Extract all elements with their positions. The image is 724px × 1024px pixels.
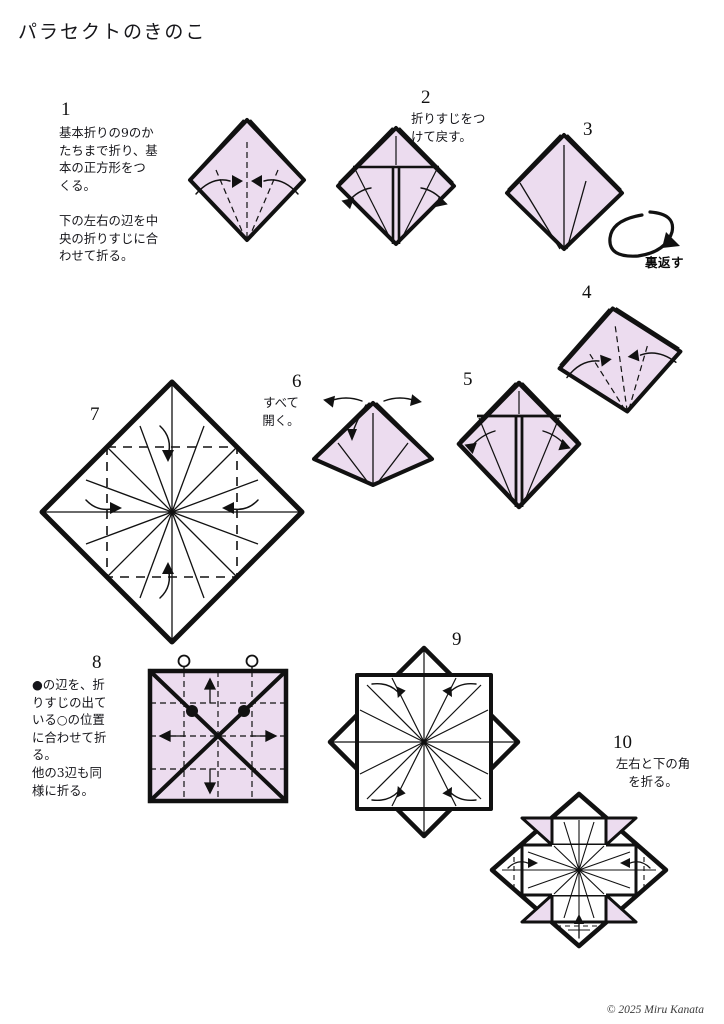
step-number-7: 7 bbox=[90, 404, 100, 425]
step-figure-2 bbox=[326, 120, 466, 252]
step-figure-10 bbox=[484, 790, 674, 950]
crease-lines-1 bbox=[215, 142, 279, 240]
copyright-notice: © 2025 Miru Kanata bbox=[606, 1004, 704, 1016]
step-figure-6 bbox=[300, 385, 450, 490]
arrow-head-left bbox=[251, 175, 262, 188]
crease-lines-6 bbox=[337, 413, 409, 486]
arrow-baselines-10 bbox=[502, 869, 656, 931]
step-number-6: 6 bbox=[292, 371, 302, 392]
flip-arrow-head bbox=[662, 232, 680, 248]
thin-creases-5 bbox=[478, 391, 560, 506]
inner-square-7 bbox=[106, 446, 238, 578]
page-title: パラセクトのきのこ bbox=[18, 21, 207, 43]
corner-flaps-10 bbox=[520, 816, 638, 924]
arrow-head-left bbox=[222, 502, 234, 514]
step-figure-7 bbox=[36, 376, 308, 648]
fold-arrows-8 bbox=[158, 677, 278, 795]
arrow-head-left bbox=[341, 197, 355, 210]
step-number-4: 4 bbox=[582, 282, 592, 303]
arrow-head-right bbox=[110, 502, 122, 514]
fold-arrows-1 bbox=[195, 179, 299, 195]
step-number-8: 8 bbox=[92, 652, 102, 673]
arrow-head-right bbox=[435, 195, 448, 208]
fold-arrows-9 bbox=[371, 682, 477, 802]
point-creases-9 bbox=[332, 650, 516, 834]
radial-creases-7 bbox=[85, 425, 259, 599]
step-number-5: 5 bbox=[463, 369, 473, 390]
step-caption-8: ●の辺を、折 りすじの出て いる○の位置 に合わせて折 る。 他の3辺も同 様に… bbox=[32, 677, 107, 798]
step-number-10: 10 bbox=[613, 732, 632, 753]
step-caption-2: 折りすじをつ けて戻す。 bbox=[411, 111, 486, 144]
flip-over-label: 裏返す bbox=[645, 255, 685, 270]
step-figure-3 bbox=[498, 125, 633, 255]
step-figure-8 bbox=[140, 653, 300, 808]
arrow-head-right bbox=[232, 175, 243, 188]
flip-over-arrow bbox=[600, 200, 690, 270]
step-caption-6: すべて 開く。 bbox=[262, 395, 300, 428]
radial-creases-10 bbox=[524, 820, 634, 920]
step-number-9: 9 bbox=[452, 629, 462, 650]
step-caption-1: 基本折りの9のか たちまで折り、基 本の正方形をつ くる。 下の左右の辺を中 央… bbox=[59, 125, 159, 264]
reference-markers-8 bbox=[177, 654, 259, 717]
filled-dot-marker bbox=[186, 705, 198, 717]
kite-creases-5 bbox=[477, 414, 561, 507]
open-circle-marker bbox=[245, 654, 259, 668]
step-figure-4 bbox=[545, 302, 695, 417]
arrow-head-down bbox=[162, 450, 174, 462]
step-number-2: 2 bbox=[421, 87, 431, 108]
filled-dot-marker bbox=[238, 705, 250, 717]
step-number-1: 1 bbox=[61, 99, 71, 120]
crease-lines-3 bbox=[519, 145, 587, 250]
open-circle-marker bbox=[177, 654, 191, 668]
diamond-shape-1 bbox=[188, 118, 306, 242]
arrow-head-up bbox=[162, 562, 174, 574]
step-figure-5 bbox=[443, 373, 593, 518]
step-caption-10: 左右と下の角 を折る。 bbox=[615, 756, 691, 789]
step-figure-1 bbox=[182, 112, 312, 247]
radial-creases-9 bbox=[357, 675, 491, 809]
diamond-shape-5 bbox=[456, 380, 582, 510]
thin-creases-2 bbox=[354, 136, 438, 243]
step-figure-9 bbox=[322, 640, 527, 845]
step-number-3: 3 bbox=[583, 119, 593, 140]
kite-creases-2 bbox=[353, 165, 439, 244]
diamond-shape-4 bbox=[557, 306, 683, 414]
